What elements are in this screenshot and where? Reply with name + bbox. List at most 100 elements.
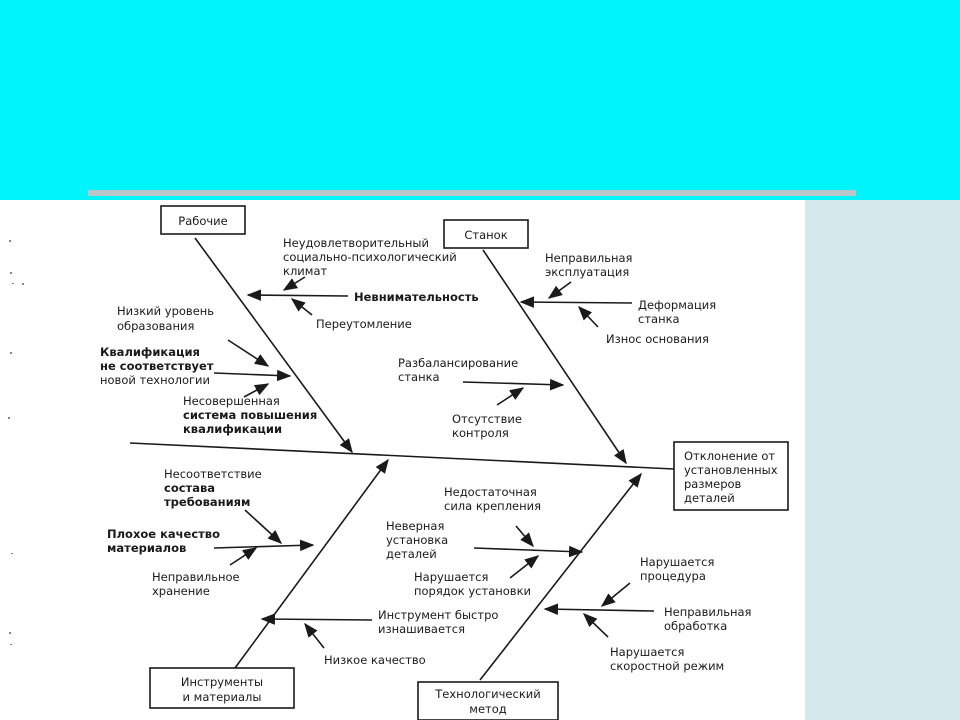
arrow-imbalance bbox=[462, 378, 565, 391]
arrow-order bbox=[509, 555, 540, 579]
arrow-base-wear bbox=[578, 305, 599, 328]
svg-text:система повышения: система повышения bbox=[183, 408, 317, 422]
arrow-deformation bbox=[519, 296, 633, 308]
cause-fatigue: Переутомление bbox=[316, 317, 412, 331]
category-method-line2: метод bbox=[469, 702, 506, 716]
svg-text:установка: установка bbox=[386, 533, 448, 547]
category-tools-line2: и материалы bbox=[183, 690, 262, 704]
cause-mismatch: Несоответствие состава требованиям bbox=[164, 467, 262, 509]
scan-noise bbox=[8, 240, 24, 645]
category-tools-line1: Инструменты bbox=[181, 675, 263, 689]
arrow-storage bbox=[229, 547, 258, 566]
svg-text:Нарушается: Нарушается bbox=[414, 570, 488, 584]
cause-base-wear: Износ основания bbox=[606, 332, 709, 346]
svg-text:станка: станка bbox=[638, 312, 680, 326]
cause-training-system: Несовершенная система повышения квалифик… bbox=[183, 394, 317, 436]
svg-text:Неправильная: Неправильная bbox=[664, 605, 751, 619]
svg-text:Нарушается: Нарушается bbox=[640, 555, 714, 569]
right-panel bbox=[805, 200, 960, 720]
svg-text:Нарушается: Нарушается bbox=[610, 645, 684, 659]
svg-text:изнашивается: изнашивается bbox=[378, 622, 465, 636]
svg-text:станка: станка bbox=[398, 370, 440, 384]
svg-text:обработка: обработка bbox=[664, 619, 727, 633]
cause-education: Низкий уровень образования bbox=[117, 304, 214, 333]
svg-text:Несоответствие: Несоответствие bbox=[164, 467, 262, 481]
svg-text:Инструмент быстро: Инструмент быстро bbox=[378, 608, 498, 622]
svg-text:деталей: деталей bbox=[386, 547, 437, 561]
svg-text:сила крепления: сила крепления bbox=[444, 499, 541, 513]
arrow-inattention bbox=[246, 289, 349, 301]
cause-storage: Неправильное хранение bbox=[152, 570, 240, 598]
svg-text:состава: состава bbox=[164, 481, 215, 495]
svg-text:материалов: материалов bbox=[107, 541, 186, 555]
cause-procedure: Нарушается процедура bbox=[640, 555, 714, 583]
arrow-misuse bbox=[547, 281, 572, 299]
svg-text:контроля: контроля bbox=[452, 426, 509, 440]
header-shadow bbox=[88, 190, 856, 196]
svg-text:социально-психологический: социально-психологический bbox=[283, 250, 457, 264]
cause-processing: Неправильная обработка bbox=[664, 605, 751, 633]
svg-text:Неверная: Неверная bbox=[386, 519, 444, 533]
svg-text:скоростной режим: скоростной режим bbox=[610, 659, 724, 673]
arrow-mismatch bbox=[244, 509, 283, 544]
effect-line2: установленных bbox=[684, 463, 778, 477]
svg-text:климат: климат bbox=[283, 264, 327, 278]
arrow-mounting bbox=[473, 545, 584, 558]
cause-no-control: Отсутствие контроля bbox=[452, 412, 522, 440]
effect-box: Отклонение от установленных размеров дет… bbox=[673, 441, 789, 511]
svg-text:процедура: процедура bbox=[640, 569, 706, 583]
cause-imbalance: Разбалансирование станка bbox=[398, 356, 518, 384]
main-spine bbox=[129, 442, 675, 470]
cause-deformation: Деформация станка bbox=[638, 298, 716, 326]
svg-text:Неудовлетворительный: Неудовлетворительный bbox=[283, 236, 429, 250]
category-machine: Станок bbox=[443, 219, 529, 249]
category-method-line1: Технологический bbox=[434, 687, 540, 701]
effect-line4: деталей bbox=[684, 491, 735, 505]
arrow-procedure bbox=[600, 582, 631, 607]
cause-inattention: Невнимательность bbox=[354, 290, 479, 304]
category-tools: Инструменты и материалы bbox=[149, 667, 295, 709]
arrow-poor-quality bbox=[213, 539, 315, 552]
cause-mounting: Неверная установка деталей bbox=[386, 519, 448, 561]
cause-speed: Нарушается скоростной режим bbox=[610, 645, 724, 673]
bone-machine bbox=[482, 249, 627, 465]
scanned-page bbox=[0, 200, 805, 720]
bone-method bbox=[479, 472, 642, 681]
arrow-clamping bbox=[515, 525, 534, 548]
svg-text:Отсутствие: Отсутствие bbox=[452, 412, 522, 426]
svg-text:Деформация: Деформация bbox=[638, 298, 716, 312]
header-band bbox=[0, 0, 960, 200]
arrow-climate bbox=[282, 276, 306, 291]
arrow-tool-wear bbox=[260, 613, 373, 625]
category-workers-label: Рабочие bbox=[178, 214, 227, 228]
cause-order: Нарушается порядок установки bbox=[414, 570, 531, 598]
category-workers: Рабочие bbox=[160, 205, 246, 235]
arrow-fatigue bbox=[290, 298, 313, 316]
svg-text:образования: образования bbox=[117, 319, 194, 333]
effect-line1: Отклонение от bbox=[684, 449, 775, 463]
svg-text:не соответствует: не соответствует bbox=[100, 359, 214, 373]
arrow-low-quality bbox=[304, 622, 325, 649]
arrow-no-control bbox=[496, 387, 525, 406]
svg-text:Низкий уровень: Низкий уровень bbox=[117, 304, 214, 318]
svg-text:порядок установки: порядок установки bbox=[414, 584, 531, 598]
cause-low-quality: Низкое качество bbox=[324, 653, 426, 667]
arrow-processing bbox=[543, 603, 655, 615]
svg-text:Несовершенная: Несовершенная bbox=[183, 394, 280, 408]
effect-line3: размеров bbox=[684, 477, 742, 491]
arrow-qualification bbox=[213, 369, 292, 382]
svg-text:эксплуатация: эксплуатация bbox=[545, 265, 629, 279]
svg-text:Неправильное: Неправильное bbox=[152, 570, 240, 584]
svg-text:квалификации: квалификации bbox=[183, 422, 282, 436]
svg-text:требованиям: требованиям bbox=[164, 495, 250, 509]
category-machine-label: Станок bbox=[464, 228, 507, 242]
cause-tool-wear: Инструмент быстро изнашивается bbox=[378, 608, 498, 636]
svg-text:Квалификация: Квалификация bbox=[100, 345, 200, 359]
cause-poor-quality-material: Плохое качество материалов bbox=[107, 527, 220, 555]
bone-workers bbox=[194, 237, 353, 454]
svg-text:Недостаточная: Недостаточная bbox=[444, 485, 537, 499]
svg-text:новой технологии: новой технологии bbox=[100, 373, 210, 387]
arrow-speed bbox=[582, 613, 609, 638]
cause-misuse: Неправильная эксплуатация bbox=[545, 251, 632, 279]
